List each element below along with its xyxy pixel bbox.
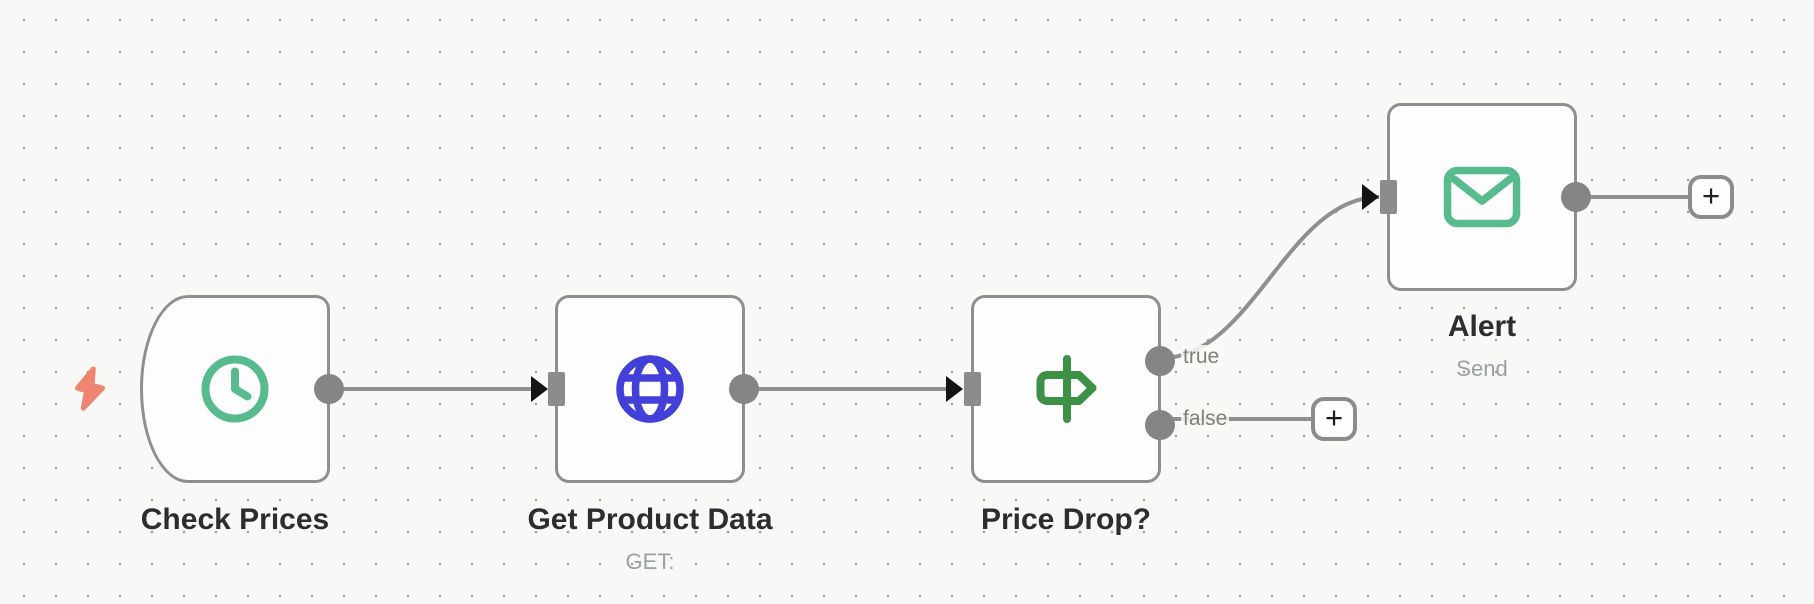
output-handle[interactable]	[1561, 182, 1591, 212]
input-handle[interactable]	[548, 372, 565, 406]
output-handle-true[interactable]	[1145, 346, 1175, 376]
arrowhead-icon	[531, 376, 548, 402]
add-node-button-false-branch[interactable]: +	[1311, 397, 1357, 441]
output-handle-false[interactable]	[1145, 410, 1175, 440]
clock-icon	[201, 355, 269, 423]
node-alert[interactable]	[1380, 103, 1591, 291]
arrowhead-icon	[1362, 184, 1379, 210]
node-price-drop[interactable]	[964, 295, 1175, 483]
input-handle[interactable]	[964, 372, 981, 406]
globe-icon	[616, 355, 684, 423]
output-handle[interactable]	[729, 374, 759, 404]
node-get-product-data[interactable]	[548, 295, 759, 483]
connection-pricedrop-true-alert[interactable]	[1161, 195, 1380, 360]
port-label-false: false	[1181, 407, 1230, 431]
input-handle[interactable]	[1380, 180, 1397, 214]
signpost-icon	[1036, 355, 1097, 423]
output-handle[interactable]	[314, 374, 344, 404]
lightning-bolt-icon	[75, 366, 105, 411]
envelope-icon	[1443, 166, 1521, 228]
arrowhead-icon	[946, 376, 963, 402]
node-check-prices[interactable]	[140, 295, 344, 483]
add-node-button-alert-output[interactable]: +	[1688, 175, 1734, 219]
port-label-true: true	[1181, 345, 1222, 369]
